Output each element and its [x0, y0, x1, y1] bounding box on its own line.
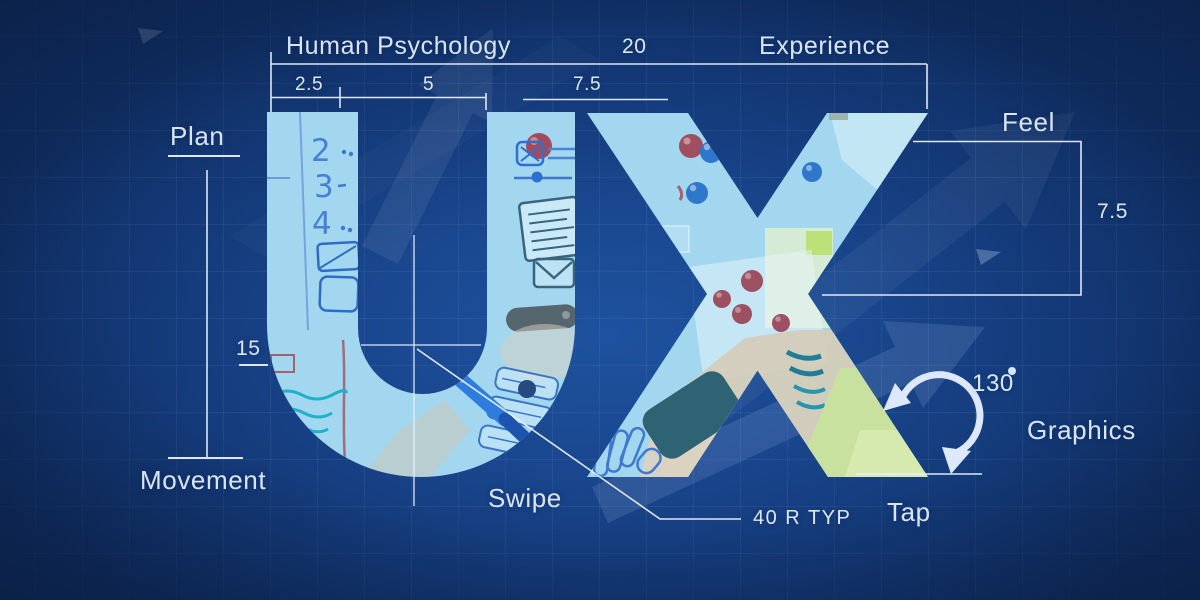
radius-leader-line: [416, 348, 741, 520]
sketch-number: 4: [312, 206, 332, 242]
label-plan: Plan: [170, 121, 225, 151]
dart-cursor-icon: [138, 28, 163, 44]
dim-radius-callout: 40 R TYP: [753, 507, 852, 529]
sketch-number: 3: [314, 169, 334, 205]
dim-segment-2: 5: [423, 74, 435, 95]
label-graphics: Graphics: [1027, 415, 1136, 445]
dim-segment-1: 2.5: [295, 74, 324, 95]
dim-segment-3: 7.5: [573, 74, 602, 95]
sketch-number: 2: [311, 133, 331, 169]
label-swipe: Swipe: [488, 483, 562, 513]
degree-dot: [1008, 367, 1016, 375]
dim-right-height: 7.5: [1097, 200, 1128, 223]
growth-arrow-icon: [362, 28, 493, 264]
dim-angle: 130: [972, 370, 1014, 397]
label-tap: Tap: [887, 497, 931, 527]
label-experience: Experience: [759, 32, 891, 60]
dart-cursor-icon: [976, 249, 1001, 265]
rotation-arrow-icon: [883, 371, 984, 474]
label-feel: Feel: [1002, 107, 1055, 137]
dim-total-width: 20: [622, 35, 647, 58]
label-human-psychology: Human Psychology: [286, 32, 511, 60]
dimension-lines: [168, 52, 1082, 520]
dim-left-height: 15: [236, 337, 261, 360]
label-movement: Movement: [140, 465, 267, 495]
